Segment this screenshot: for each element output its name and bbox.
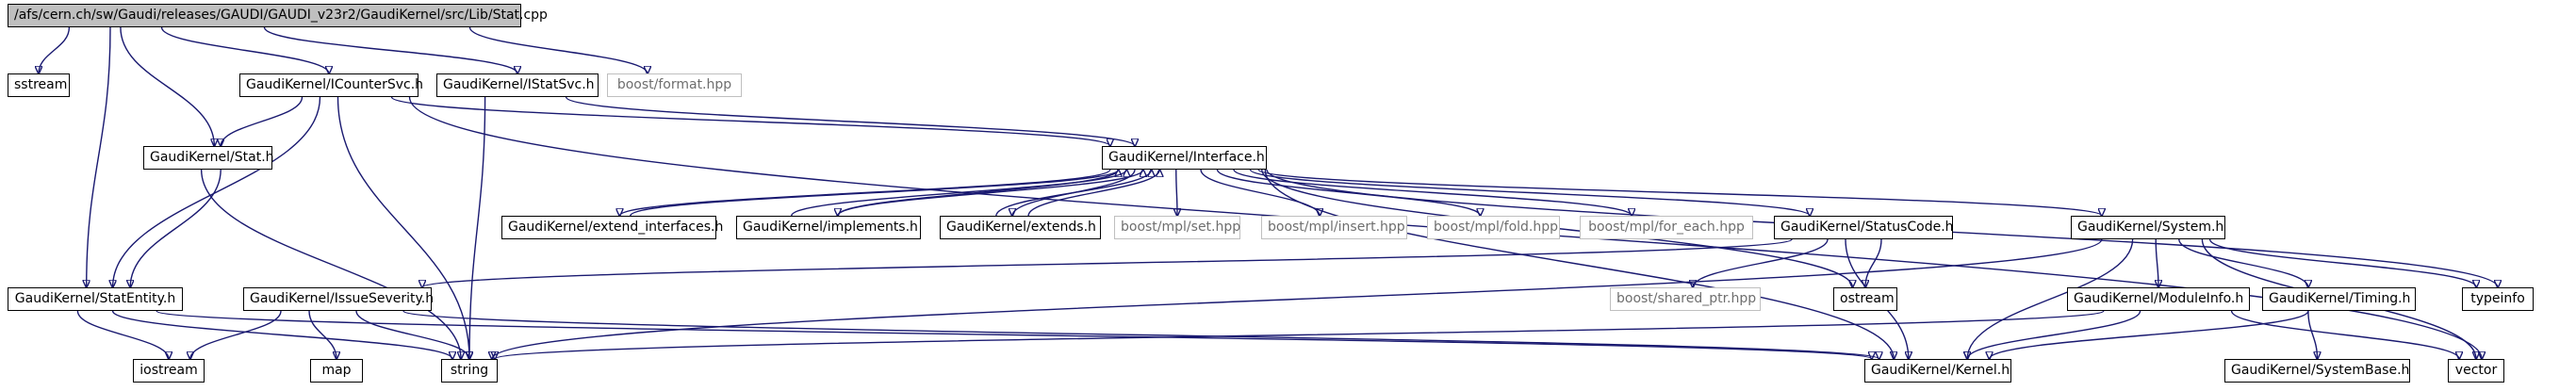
edge-extends-to-interface: [995, 170, 1152, 217]
node-extends[interactable]: GaudiKernel/extends.h: [940, 216, 1101, 239]
edge-statuscode-to-shared_ptr: [1693, 238, 1829, 287]
edge-root-to-boost_format: [468, 26, 648, 73]
edge-implements-to-interface: [837, 170, 1143, 217]
node-boost-mpl-fold: boost/mpl/fold.hpp: [1427, 216, 1560, 239]
node-statuscode[interactable]: GaudiKernel/StatusCode.h: [1774, 216, 1954, 239]
node-interface[interactable]: GaudiKernel/Interface.h: [1102, 146, 1267, 170]
edge-implements-to-interface: [791, 170, 1126, 217]
node-systembase[interactable]: GaudiKernel/SystemBase.h: [2224, 359, 2410, 383]
node-boost-mpl-for-each: boost/mpl/for_each.hpp: [1580, 216, 1753, 239]
edge-system-to-string: [492, 238, 2103, 359]
node-vector[interactable]: vector: [2448, 359, 2504, 383]
edge-interface-to-statuscode: [1249, 169, 1811, 216]
node-statentity[interactable]: GaudiKernel/StatEntity.h: [8, 287, 183, 311]
node-moduleinfo[interactable]: GaudiKernel/ModuleInfo.h: [2067, 287, 2250, 311]
node-boost-format: boost/format.hpp: [607, 73, 742, 97]
edge-interface-to-mpl_for_each: [1233, 169, 1632, 216]
node-typeinfo[interactable]: typeinfo: [2462, 287, 2534, 311]
edge-interface-to-system: [1257, 169, 2102, 216]
edge-statentity-to-kernel: [156, 310, 1872, 359]
node-string[interactable]: string: [441, 359, 498, 383]
edge-icountersvc-to-string: [336, 96, 470, 359]
edge-statentity-to-iostream: [76, 310, 169, 359]
edge-timing-to-kernel: [1990, 310, 2309, 359]
edge-statuscode-to-ostream: [1865, 238, 1882, 287]
node-map[interactable]: map: [310, 359, 363, 383]
node-boost-mpl-insert: boost/mpl/insert.hpp: [1261, 216, 1407, 239]
edge-icountersvc-to-statentity: [113, 96, 321, 287]
edge-root-to-stat: [120, 26, 214, 146]
node-kernel[interactable]: GaudiKernel/Kernel.h: [1864, 359, 2011, 383]
edge-root-to-statentity: [87, 26, 111, 287]
edge-moduleinfo-to-vector: [2230, 310, 2459, 359]
edge-system-to-moduleinfo: [2156, 238, 2158, 287]
edge-root-to-sstream: [39, 26, 71, 73]
edge-interface-to-mpl_fold: [1216, 169, 1481, 216]
node-ostream[interactable]: ostream: [1833, 287, 1897, 311]
node-icountersvc[interactable]: GaudiKernel/ICounterSvc.h: [239, 73, 423, 97]
edge-system-to-kernel: [1967, 238, 2134, 359]
edge-moduleinfo-to-string: [495, 310, 2105, 359]
edge-issueseverity-to-iostream: [190, 310, 282, 359]
edge-extend_interfaces-to-interface: [630, 170, 1119, 217]
edge-interface-to-kernel: [1264, 169, 1894, 359]
edge-icountersvc-to-stat: [221, 96, 304, 146]
root-file-stat-cpp[interactable]: /afs/cern.ch/sw/Gaudi/releases/GAUDI/GAU…: [8, 4, 548, 27]
node-boost-mpl-set: boost/mpl/set.hpp: [1114, 216, 1240, 239]
edge-moduleinfo-to-kernel: [1967, 310, 2141, 359]
edge-istatsvc-to-string: [469, 96, 486, 359]
edge-system-to-typeinfo: [2208, 238, 2477, 287]
node-istatsvc[interactable]: GaudiKernel/IStatSvc.h: [436, 73, 599, 97]
edge-root-to-istatsvc: [263, 26, 518, 73]
edge-stat-to-statentity: [130, 169, 222, 287]
edge-stat-to-string: [200, 169, 461, 359]
node-system[interactable]: GaudiKernel/System.h: [2071, 216, 2225, 239]
node-stat[interactable]: GaudiKernel/Stat.h: [143, 146, 274, 170]
edge-statentity-to-string: [111, 310, 452, 359]
node-boost-shared-ptr: boost/shared_ptr.hpp: [1610, 287, 1761, 311]
edge-issueseverity-to-map: [308, 310, 336, 359]
edge-icountersvc-to-interface: [390, 96, 1110, 146]
edge-issueseverity-to-kernel: [402, 310, 1879, 359]
edge-statuscode-to-issueseverity: [422, 238, 1793, 287]
node-extend-interfaces[interactable]: GaudiKernel/extend_interfaces.h: [501, 216, 723, 239]
node-iostream[interactable]: iostream: [133, 359, 205, 383]
edge-root-to-icountersvc: [160, 26, 330, 73]
edge-extends-to-interface: [1027, 170, 1159, 217]
edge-interface-to-mpl_insert: [1200, 169, 1320, 216]
edge-interface-to-mpl_set: [1176, 169, 1177, 216]
edge-issueseverity-to-string: [355, 310, 469, 359]
node-implements[interactable]: GaudiKernel/implements.h: [736, 216, 921, 239]
edge-istatsvc-to-interface: [565, 96, 1135, 146]
node-issueseverity[interactable]: GaudiKernel/IssueSeverity.h: [243, 287, 434, 311]
node-sstream[interactable]: sstream: [8, 73, 70, 97]
node-timing[interactable]: GaudiKernel/Timing.h: [2262, 287, 2416, 311]
edge-timing-to-systembase: [2307, 310, 2318, 359]
edge-system-to-timing: [2178, 238, 2308, 287]
